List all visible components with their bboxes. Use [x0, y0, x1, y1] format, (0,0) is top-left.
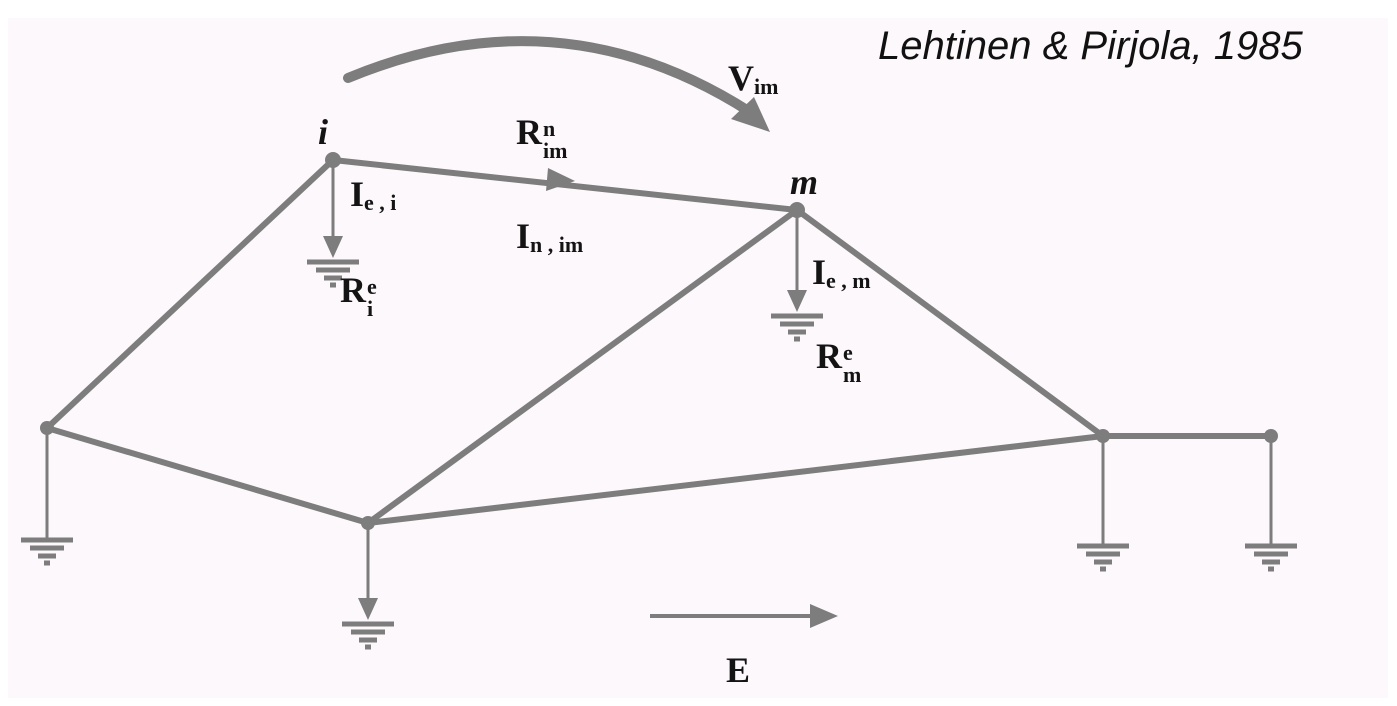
edge-left-center: [44, 425, 371, 526]
citation: Lehtinen & Pirjola, 1985: [878, 24, 1303, 68]
edge-m-right: [794, 207, 1106, 439]
ground-icon: [342, 621, 394, 650]
label-v-im: Vim: [728, 58, 779, 100]
ground-icon: [1245, 543, 1297, 572]
ground-icon: [21, 537, 73, 566]
edge-center-m: [365, 207, 800, 526]
arrow-icon: [731, 97, 770, 132]
ground-icon: [771, 313, 823, 342]
edge-i-left: [44, 157, 336, 431]
voltage-arc: [343, 36, 755, 117]
label-i-e-m: Ie , m: [812, 252, 871, 294]
arrow-icon: [810, 604, 838, 628]
ground-icon: [1077, 543, 1129, 572]
arrow-icon: [358, 598, 378, 620]
node-i: [325, 152, 341, 168]
edge-center-right: [365, 433, 1106, 526]
ground-icon: [307, 259, 359, 288]
label-e-field: E: [726, 650, 751, 690]
edge-i-m: [330, 157, 800, 213]
label-i-n-im: In , im: [516, 216, 584, 258]
diagram-background: [8, 18, 1388, 698]
node-m: [789, 202, 805, 218]
arrow-icon: [546, 168, 575, 191]
label-i-e-i: Ie , i: [350, 174, 397, 216]
arrow-icon: [323, 236, 343, 258]
node-label-i: i: [318, 112, 329, 152]
node-label-m: m: [790, 162, 819, 202]
arrow-icon: [787, 290, 807, 312]
